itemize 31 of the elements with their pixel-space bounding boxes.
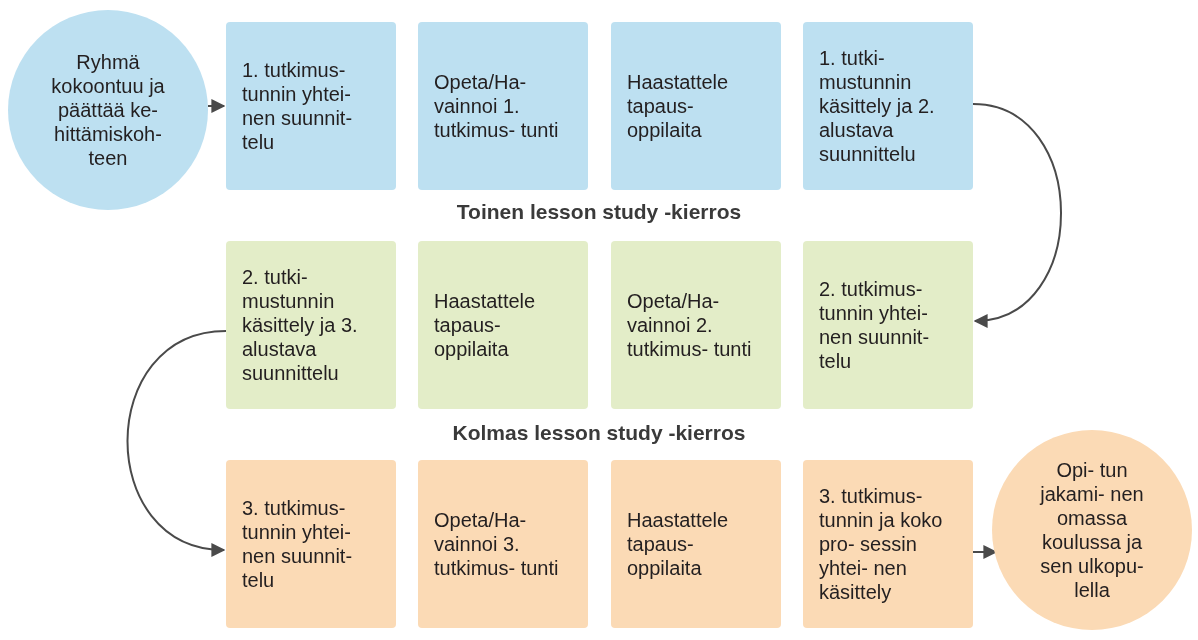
- step-text: Opi- tun jakami- nen omassa koulussa ja sen ulkopu- lella: [1038, 458, 1145, 602]
- arrow: [126, 330, 227, 556]
- step-text: 2. tutki- mustunnin käsittely ja 3. alustava suunnittelu: [242, 265, 359, 385]
- step-text: Ryhmä kokoontuu ja päättää ke- hittämiskoh- teen: [50, 50, 166, 170]
- step-text: Haastattele tapaus- oppilaita: [627, 508, 730, 580]
- step-text: Opeta/Ha- vainnoi 1. tutkimus- tunti: [434, 70, 560, 142]
- step-box: [418, 460, 588, 628]
- step-text: Opeta/Ha- vainnoi 2. tutkimus- tunti: [627, 289, 753, 361]
- step-text: 3. tutkimus- tunnin ja koko pro- sessin yhtei- nen käsittely: [819, 484, 944, 604]
- step-box: [418, 22, 588, 190]
- step-text: 1. tutkimus- tunnin yhtei- nen suunnit- telu: [242, 58, 354, 154]
- step-text: Haastattele tapaus- oppilaita: [627, 70, 730, 142]
- arrow: [972, 103, 1062, 326]
- step-text: 1. tutki- mustunnin käsittely ja 2. alustava suunnittelu: [819, 46, 936, 166]
- round-heading: Toinen lesson study -kierros: [455, 200, 743, 224]
- step-box: [611, 241, 781, 409]
- step-text: Opeta/Ha- vainnoi 3. tutkimus- tunti: [434, 508, 560, 580]
- step-box: [611, 22, 781, 190]
- step-text: 3. tutkimus- tunnin yhtei- nen suunnit- telu: [242, 496, 354, 592]
- step-box: [226, 241, 396, 409]
- step-box: [418, 241, 588, 409]
- step-box: [226, 460, 396, 628]
- step-box: [803, 460, 973, 628]
- step-box: [803, 241, 973, 409]
- round-heading: Kolmas lesson study -kierros: [451, 421, 747, 445]
- step-text: 2. tutkimus- tunnin yhtei- nen suunnit- telu: [819, 277, 931, 373]
- step-box: [226, 22, 396, 190]
- step-box: [803, 22, 973, 190]
- arrow: [207, 99, 226, 113]
- step-text: Haastattele tapaus- oppilaita: [434, 289, 537, 361]
- step-box: [611, 460, 781, 628]
